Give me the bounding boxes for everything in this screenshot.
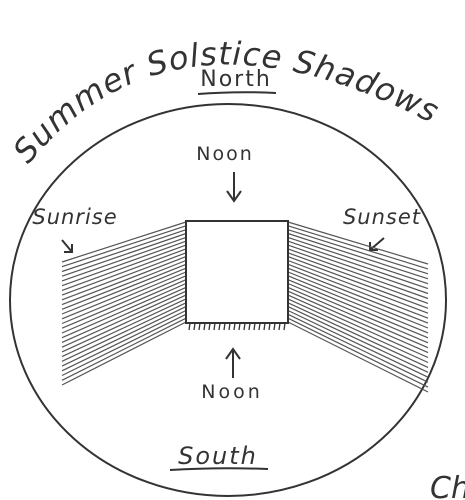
noon-tick bbox=[274, 323, 275, 330]
noon-tick bbox=[264, 323, 265, 330]
south-label: South bbox=[178, 442, 258, 470]
noon-tick bbox=[254, 323, 255, 330]
sunrise-label: Sunrise bbox=[32, 205, 117, 229]
noon-tick bbox=[189, 323, 190, 330]
noon-tick bbox=[214, 323, 215, 330]
sunset-label: Sunset bbox=[343, 205, 421, 229]
noon-tick bbox=[209, 323, 210, 330]
noon-tick bbox=[279, 323, 280, 330]
noon-tick bbox=[239, 323, 240, 330]
noon-top-arrow bbox=[227, 172, 241, 201]
hatch-line bbox=[62, 230, 186, 272]
north-label: North bbox=[200, 67, 272, 92]
hatch-line bbox=[62, 237, 186, 281]
noon-top-label: Noon bbox=[196, 143, 254, 165]
noon-bottom-arrow bbox=[226, 349, 240, 378]
noon-tick bbox=[199, 323, 200, 330]
noon-tick bbox=[229, 323, 230, 330]
noon-tick bbox=[244, 323, 245, 330]
noon-shadow-ticks bbox=[189, 323, 285, 330]
hatch-line bbox=[288, 226, 428, 269]
noon-tick bbox=[194, 323, 195, 330]
noon-tick bbox=[259, 323, 260, 330]
hatch-line bbox=[62, 226, 186, 267]
sunrise-arrow bbox=[62, 240, 72, 252]
sunset-shadow-hatching bbox=[288, 222, 428, 392]
hatch-line bbox=[288, 322, 428, 392]
noon-tick bbox=[284, 323, 285, 330]
noon-tick bbox=[234, 323, 235, 330]
north-underline bbox=[198, 92, 276, 94]
building-square bbox=[186, 221, 288, 323]
noon-tick bbox=[204, 323, 205, 330]
hatch-line bbox=[62, 234, 186, 277]
noon-tick bbox=[219, 323, 220, 330]
noon-tick bbox=[249, 323, 250, 330]
noon-tick bbox=[224, 323, 225, 330]
noon-tick bbox=[269, 323, 270, 330]
sunrise-shadow-hatching bbox=[62, 222, 186, 385]
hatch-line bbox=[288, 307, 428, 373]
hatch-line bbox=[288, 303, 428, 368]
noon-bottom-label: Noon bbox=[201, 381, 263, 403]
corner-text-fragment: Ch bbox=[430, 471, 465, 500]
